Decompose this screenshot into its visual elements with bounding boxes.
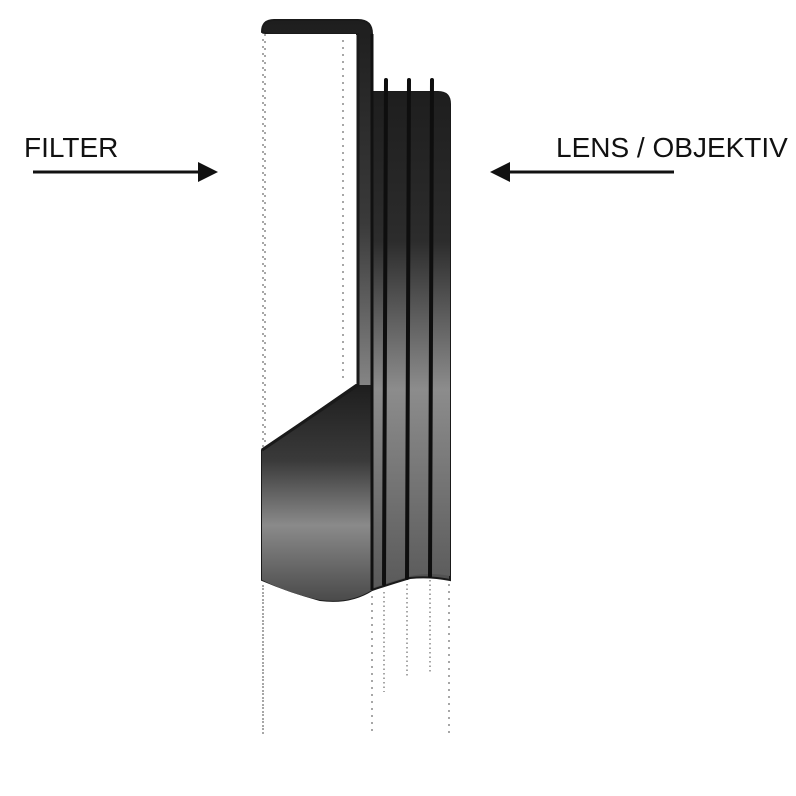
lens-arrow-icon (490, 162, 674, 182)
filter-arrow-icon (33, 162, 218, 182)
filter-label: FILTER (24, 132, 119, 163)
lens-thread-lines (382, 78, 434, 586)
lower-dotted-lines (262, 580, 450, 735)
step-ring-body (260, 19, 451, 602)
lens-label: LENS / OBJEKTIV (556, 132, 788, 163)
